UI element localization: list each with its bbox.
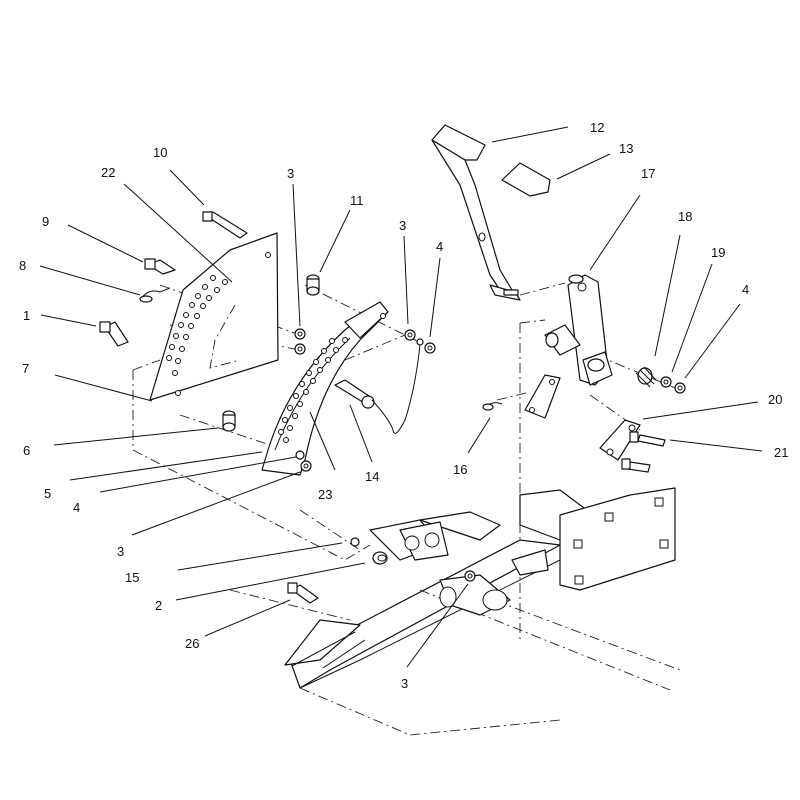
- callout-labels: 1 2 3 3 3 3 4 4 4 5 6 7 8 9 10 11 12 13 …: [19, 120, 788, 691]
- callout-10: 10: [153, 145, 167, 160]
- callout-13: 13: [619, 141, 633, 156]
- pedal-arm-12: [431, 124, 521, 301]
- callout-26: 26: [185, 636, 199, 651]
- callout-21: 21: [774, 445, 788, 460]
- callout-17: 17: [641, 166, 655, 181]
- callout-4-right: 4: [742, 282, 749, 297]
- bracket-20: [599, 419, 666, 473]
- callout-2: 2: [155, 598, 162, 613]
- callout-14: 14: [365, 469, 379, 484]
- callout-23: 23: [318, 487, 332, 502]
- callout-20: 20: [768, 392, 782, 407]
- callout-3-top-middle: 3: [399, 218, 406, 233]
- curved-quadrant-23: [261, 301, 389, 476]
- callout-22: 22: [101, 165, 115, 180]
- callout-15: 15: [125, 570, 139, 585]
- quadrant-hole-pattern: [166, 275, 241, 376]
- main-frame: [284, 487, 681, 736]
- arm-17: [544, 274, 613, 386]
- callout-8: 8: [19, 258, 26, 273]
- callout-1: 1: [23, 308, 30, 323]
- callout-7: 7: [22, 361, 29, 376]
- left-hardware: [99, 211, 436, 472]
- spring-stack: [635, 366, 686, 394]
- callout-6: 6: [23, 443, 30, 458]
- callout-3-bottom: 3: [401, 676, 408, 691]
- callout-18: 18: [678, 209, 692, 224]
- link-bar: [482, 374, 561, 419]
- callout-19: 19: [711, 245, 725, 260]
- callout-11: 11: [350, 193, 364, 208]
- callout-5: 5: [44, 486, 51, 501]
- lower-hardware: [287, 537, 476, 669]
- callout-9: 9: [42, 214, 49, 229]
- callout-3-top-left: 3: [287, 166, 294, 181]
- callout-4-left: 4: [73, 500, 80, 515]
- callout-3-left: 3: [117, 544, 124, 559]
- callout-16: 16: [453, 462, 467, 477]
- callout-12: 12: [590, 120, 604, 135]
- mounting-plate-7: [149, 232, 279, 401]
- leader-lines: [39, 126, 763, 668]
- pedal-pad-13: [501, 162, 551, 197]
- callout-4-top: 4: [436, 239, 443, 254]
